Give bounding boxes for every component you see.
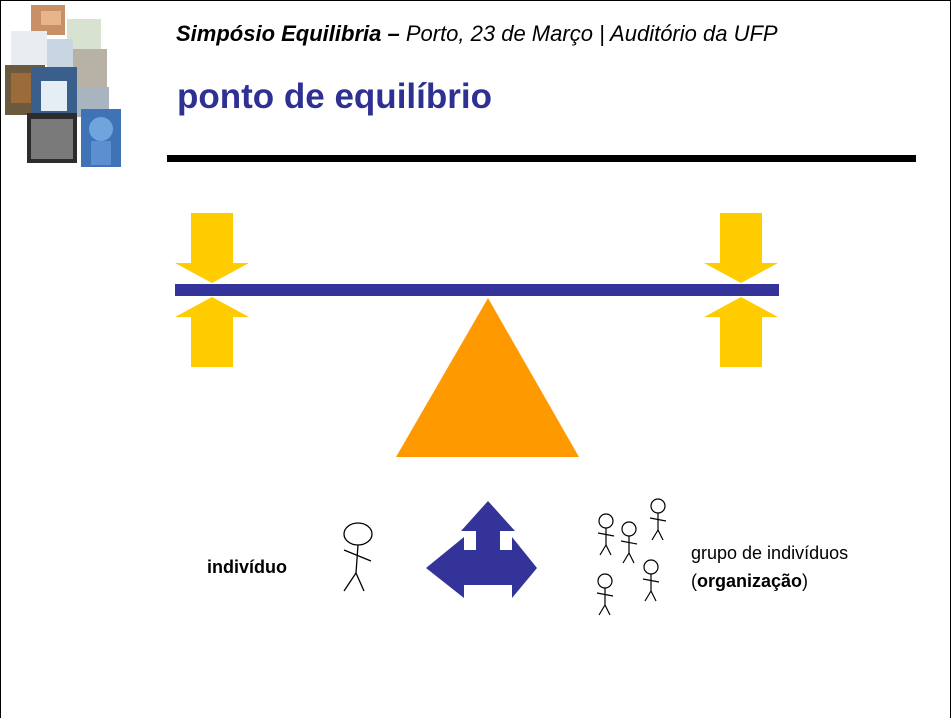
title-divider [167,155,916,162]
organization-label: (organização) [691,571,808,592]
slide-subtitle: Simpósio Equilibria – Porto, 23 de Março… [176,21,778,47]
balance-beam [175,284,779,296]
right-bottom-arrow [704,297,778,367]
individual-label: indivíduo [207,557,287,577]
organization-label-bold: organização [697,571,803,591]
bidirectional-arrow [426,501,537,598]
right-top-arrow [704,213,778,283]
group-figures-icon [596,498,667,616]
subtitle-event-details: Porto, 23 de Março | Auditório da UFP [399,21,778,46]
individual-figure-icon [343,522,373,592]
fulcrum-triangle [396,298,579,457]
left-bottom-arrow [175,297,249,367]
photo-collage-logo [5,5,121,167]
paren-open: ( [691,571,697,591]
group-label: grupo de indivíduos [691,543,849,563]
subtitle-event-name: Simpósio Equilibria – [176,21,400,46]
paren-close: ) [802,571,809,591]
left-top-arrow [175,213,249,283]
slide-title: ponto de equilíbrio [177,77,492,116]
